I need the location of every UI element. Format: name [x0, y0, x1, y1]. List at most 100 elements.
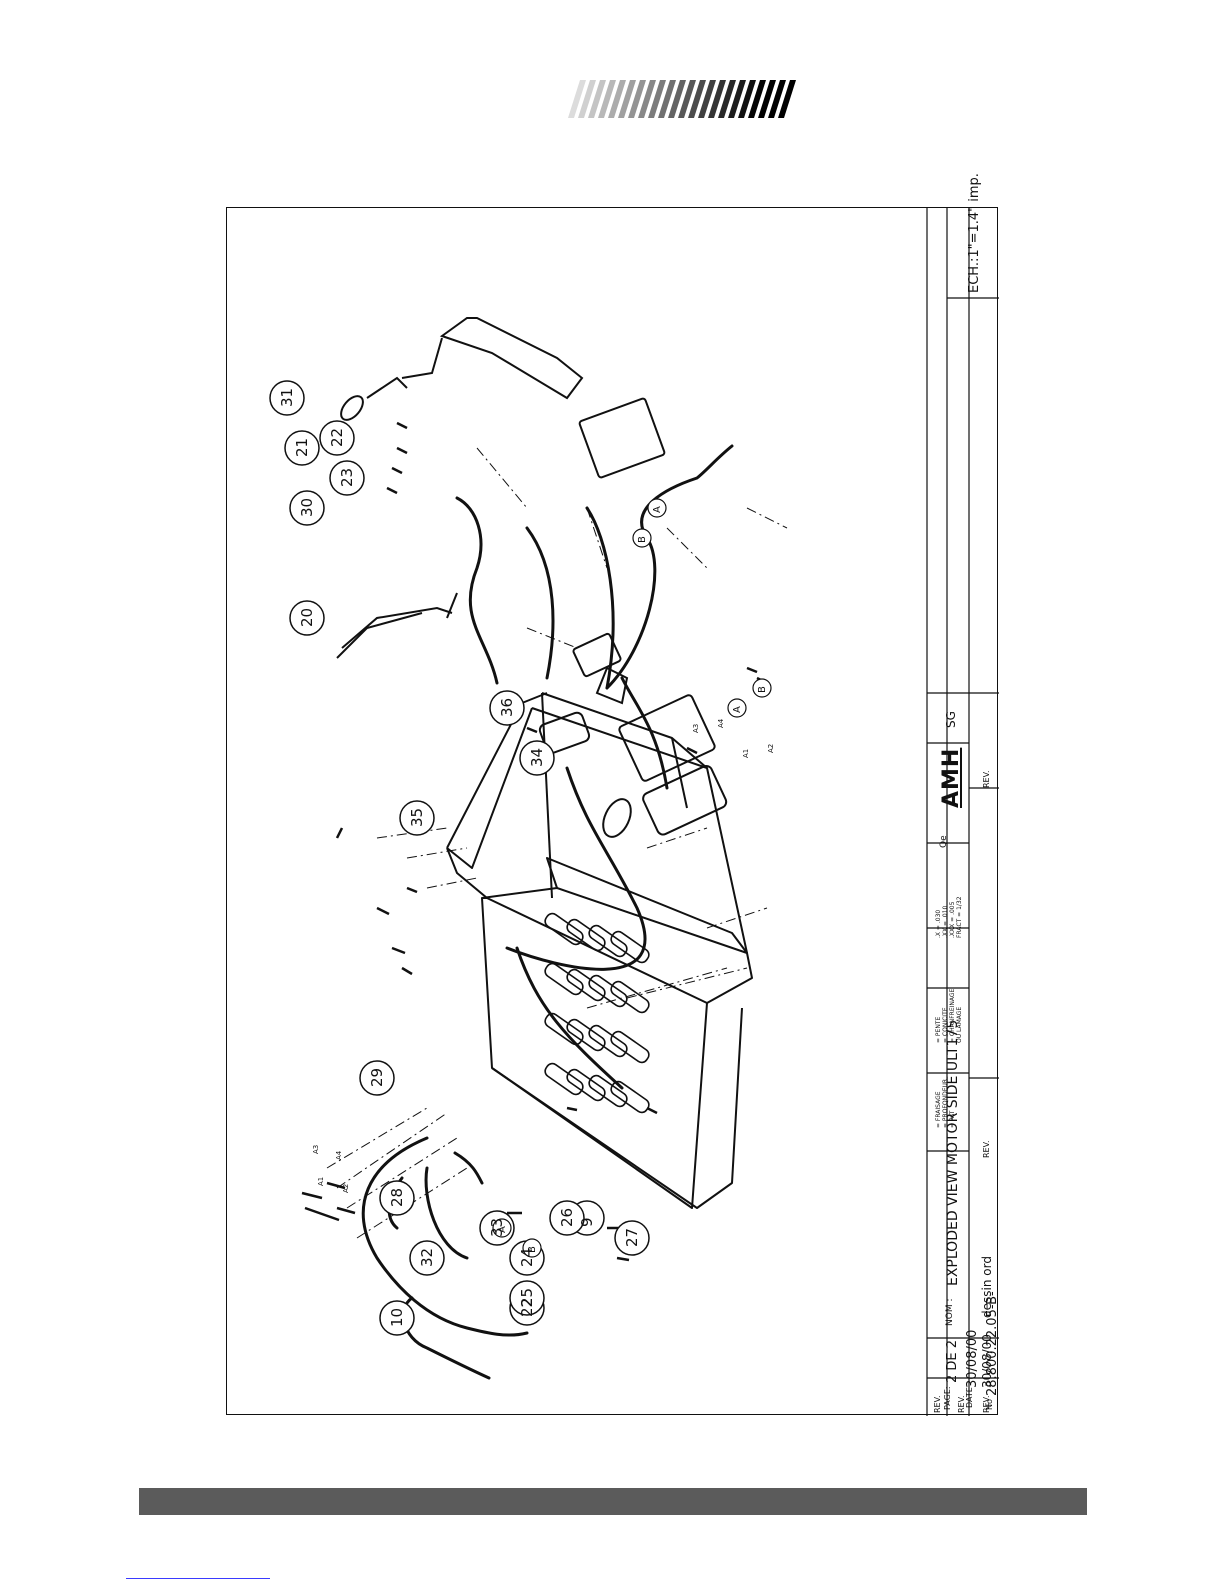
title-block-frame — [926, 208, 999, 1416]
explode-line — [626, 967, 748, 999]
scale-value: ECH.:1"=1.4" imp. — [967, 173, 982, 293]
footer-bar — [139, 1488, 1087, 1515]
vent-slot — [610, 1080, 650, 1114]
marker-circles — [492, 498, 772, 1258]
logo-stripe — [668, 80, 686, 118]
tag-label: A4 — [335, 1150, 343, 1160]
logo-stripe — [688, 80, 706, 118]
rev-date: 30/08/00 — [980, 1334, 994, 1388]
torch-and-clamp — [336, 317, 584, 659]
bolt — [396, 446, 408, 455]
bolt — [646, 1106, 658, 1115]
vent-slot — [588, 1074, 628, 1108]
bottom-link-underline — [126, 1578, 270, 1579]
callout-number: 28 — [388, 1187, 406, 1207]
explode-line — [336, 1112, 448, 1189]
cables — [361, 444, 734, 1380]
logo-stripe — [628, 80, 646, 118]
sg-label: SG — [944, 711, 958, 728]
vent-slot — [544, 1062, 584, 1096]
bolt — [391, 466, 403, 475]
callout-number: 27 — [623, 1227, 641, 1247]
welder-cabinet — [446, 692, 753, 1209]
callout-number: 29 — [368, 1067, 386, 1087]
tolerance-text: .XX = .010 — [942, 905, 949, 938]
explode-lines — [326, 447, 788, 1239]
vent-slot — [566, 968, 606, 1002]
symbol-legend-a: = PROFONDEUR — [942, 1078, 949, 1128]
callout-number: 22 — [328, 427, 346, 447]
callout-number: 31 — [278, 387, 296, 407]
marker-letter: A — [732, 706, 743, 713]
logo-stripe — [568, 80, 586, 118]
motor-assembly — [538, 397, 728, 836]
symbol-legend-a: = FRAISAGE — [935, 1091, 942, 1128]
tag-label: A2 — [767, 743, 775, 753]
logo-stripe — [698, 80, 716, 118]
callout-circle — [409, 1240, 445, 1276]
logo-stripe — [748, 80, 766, 118]
callout-circle — [489, 690, 525, 726]
tolerance-text: .X = .030 — [935, 909, 942, 938]
logo-stripe — [678, 80, 696, 118]
brand-stripes-logo — [568, 80, 796, 118]
bolt — [335, 827, 344, 839]
callout-circle — [289, 600, 325, 636]
marker-circle — [752, 678, 772, 698]
callout-number: 21 — [293, 437, 311, 457]
vent-slot — [566, 1068, 606, 1102]
explode-line — [346, 1137, 458, 1209]
marker-circle — [522, 1238, 542, 1258]
brand-logo-amh: AMH — [939, 747, 964, 808]
symbol-legend-b: OU LAMAGE — [956, 1006, 963, 1043]
tag-label: A3 — [692, 723, 700, 733]
callout-circle — [284, 430, 320, 466]
symbol-legend-b: = PENTE — [935, 1016, 942, 1043]
bolt — [304, 1206, 340, 1222]
tag-label: A1 — [317, 1176, 325, 1186]
explode-line — [586, 507, 608, 569]
page-label: PAGE: — [943, 1386, 952, 1410]
logo-stripe — [768, 80, 786, 118]
callout-number: 30 — [298, 497, 316, 517]
rev-label-2: REV. — [957, 1395, 966, 1413]
marker-letter: A — [652, 506, 663, 513]
logo-stripe — [708, 80, 726, 118]
explode-line — [526, 627, 578, 649]
marker-circle — [632, 528, 652, 548]
rev-note: dessin ord — [980, 1256, 994, 1318]
callout-number: 26 — [558, 1207, 576, 1227]
bolt — [401, 966, 413, 976]
marker-letter: B — [637, 536, 648, 543]
bolt — [566, 1106, 578, 1112]
logo-stripe — [728, 80, 746, 118]
bolt — [396, 421, 408, 430]
callout-circle — [519, 740, 555, 776]
callout-circles — [269, 380, 650, 1336]
callout-circle — [319, 420, 355, 456]
rev-label-1: REV. — [933, 1395, 942, 1413]
page-value: 2 DE 2 — [945, 1339, 960, 1383]
tag-label: A4 — [717, 718, 725, 728]
callout-number: 9 — [578, 1217, 596, 1227]
callout-number: 35 — [408, 807, 426, 827]
explode-line — [586, 967, 728, 1009]
callout-number: 36 — [498, 697, 516, 717]
rev-label-4: REV. — [982, 1140, 991, 1158]
explode-line — [476, 447, 528, 509]
bolt — [686, 746, 698, 755]
rev-label-3: REV. — [982, 1395, 991, 1413]
callout-number: 32 — [418, 1247, 436, 1267]
date-value: 30/08/00 — [965, 1329, 980, 1388]
vent-slot — [588, 924, 628, 958]
callout-number: 20 — [298, 607, 316, 627]
callout-number: 25 — [518, 1287, 536, 1307]
logo-stripe — [738, 80, 756, 118]
bolt — [526, 726, 538, 734]
marker-letter: A — [497, 1226, 508, 1233]
marker-circle — [492, 1218, 512, 1238]
marker-letter: B — [527, 1246, 538, 1253]
marker-letter: B — [757, 686, 768, 693]
drawing-canvas — [269, 208, 999, 1416]
